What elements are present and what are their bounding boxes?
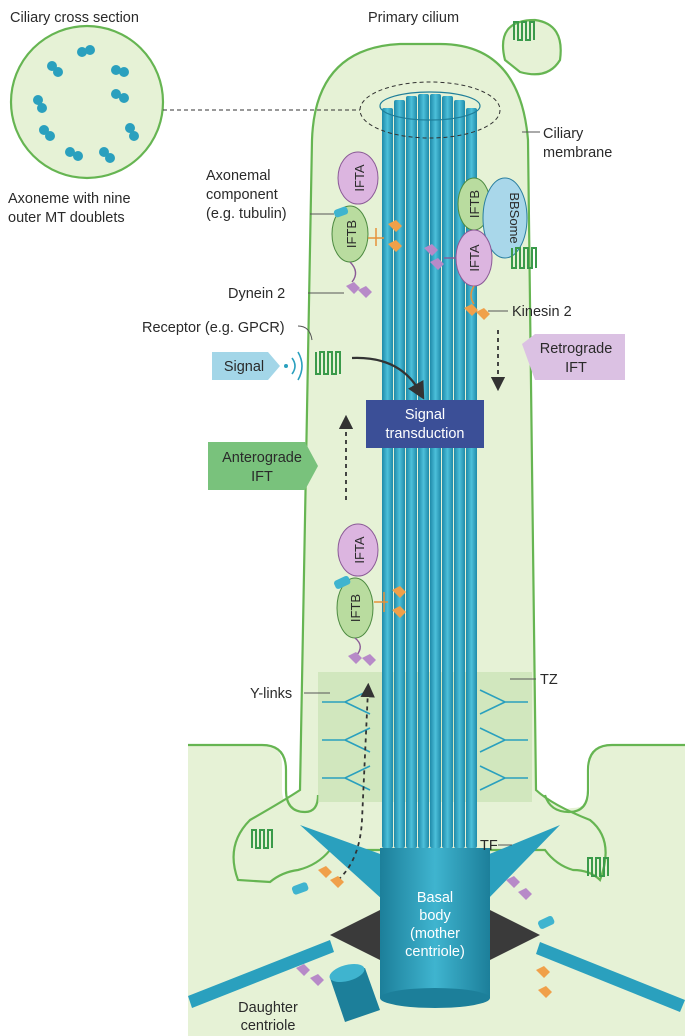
signal-label: Signal [224, 359, 264, 375]
gpcr-icon [316, 352, 340, 374]
basal-body-label-3: (mother [410, 926, 460, 942]
gpcr-icon-right [512, 248, 536, 268]
kinesin2-label: Kinesin 2 [512, 304, 572, 320]
daughter-centriole-label-1: Daughter [238, 1000, 298, 1016]
ciliary-cross-section [11, 26, 163, 178]
iftb-label-3: IFTB [348, 594, 363, 622]
ciliary-membrane-label-2: membrane [543, 145, 612, 161]
daughter-centriole-label-2: centriole [241, 1018, 296, 1034]
basal-body-label-1: Basal [417, 890, 453, 906]
retrograde-ift-label-2: IFT [565, 360, 587, 376]
basal-body-label-4: centriole) [405, 944, 465, 960]
axonemal-component-label-3: (e.g. tubulin) [206, 206, 287, 222]
signal-wave-icon [284, 352, 302, 380]
retrograde-ift-label-1: Retrograde [540, 341, 613, 357]
tz-label: TZ [540, 672, 558, 688]
tf-label: TF [480, 838, 498, 854]
axoneme-label-1: Axoneme with nine [8, 191, 131, 207]
primary-cilium-label: Primary cilium [368, 10, 459, 26]
anterograde-ift-label-1: Anterograde [222, 450, 302, 466]
ciliary-membrane-label-1: Ciliary [543, 126, 584, 142]
iftb-label-1: IFTB [344, 220, 359, 248]
signal-transduction-label-2: transduction [386, 426, 465, 442]
anterograde-ift-label-2: IFT [251, 469, 273, 485]
signal-transduction-label-1: Signal [405, 407, 445, 423]
axonemal-component-label-1: Axonemal [206, 168, 270, 184]
axoneme-label-2: outer MT doublets [8, 210, 125, 226]
iftb-label-2: IFTB [467, 190, 482, 218]
receptor-label: Receptor (e.g. GPCR) [142, 320, 285, 336]
ifta-label-3: IFTA [352, 536, 367, 564]
dynein2-label: Dynein 2 [228, 286, 285, 302]
axonemal-component-label-2: component [206, 187, 278, 203]
basal-body-label-2: body [419, 908, 451, 924]
membrane-bulge [503, 20, 561, 74]
ifta-label-1: IFTA [352, 164, 367, 192]
y-links-label: Y-links [250, 686, 292, 702]
ciliary-cross-section-label: Ciliary cross section [10, 10, 139, 26]
bbsome-label: BBSome [507, 192, 522, 243]
ifta-label-2: IFTA [467, 244, 482, 272]
